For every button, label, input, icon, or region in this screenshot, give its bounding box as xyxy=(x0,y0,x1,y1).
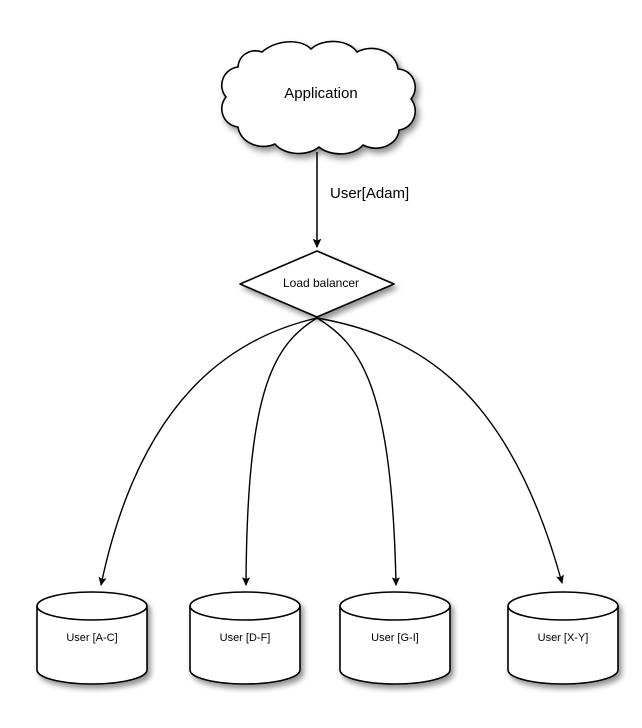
node-load-balancer-diamond[interactable] xyxy=(239,250,395,318)
node-database-0[interactable] xyxy=(36,591,148,685)
node-database-1[interactable] xyxy=(189,591,301,685)
cylinder-top-ellipse xyxy=(36,605,148,621)
node-database-3[interactable] xyxy=(507,591,619,685)
cylinder-top-ellipse xyxy=(339,605,451,621)
node-application-cloud[interactable] xyxy=(221,40,416,155)
cylinder-top-ellipse xyxy=(507,605,619,621)
edge-loadbalancer-to-db-3 xyxy=(316,317,564,585)
cylinder-shape xyxy=(36,591,148,685)
cylinder-shape xyxy=(189,591,301,685)
edge-loadbalancer-to-db-1 xyxy=(242,317,318,587)
cylinder-shape xyxy=(507,591,619,685)
diamond-shape xyxy=(239,250,395,318)
edge-loadbalancer-to-db-0 xyxy=(98,317,318,587)
edge-loadbalancer-to-db-2 xyxy=(316,317,400,587)
cloud-shape xyxy=(221,40,416,155)
node-database-2[interactable] xyxy=(339,591,451,685)
cylinder-top-ellipse xyxy=(189,605,301,621)
cylinder-shape xyxy=(339,591,451,685)
